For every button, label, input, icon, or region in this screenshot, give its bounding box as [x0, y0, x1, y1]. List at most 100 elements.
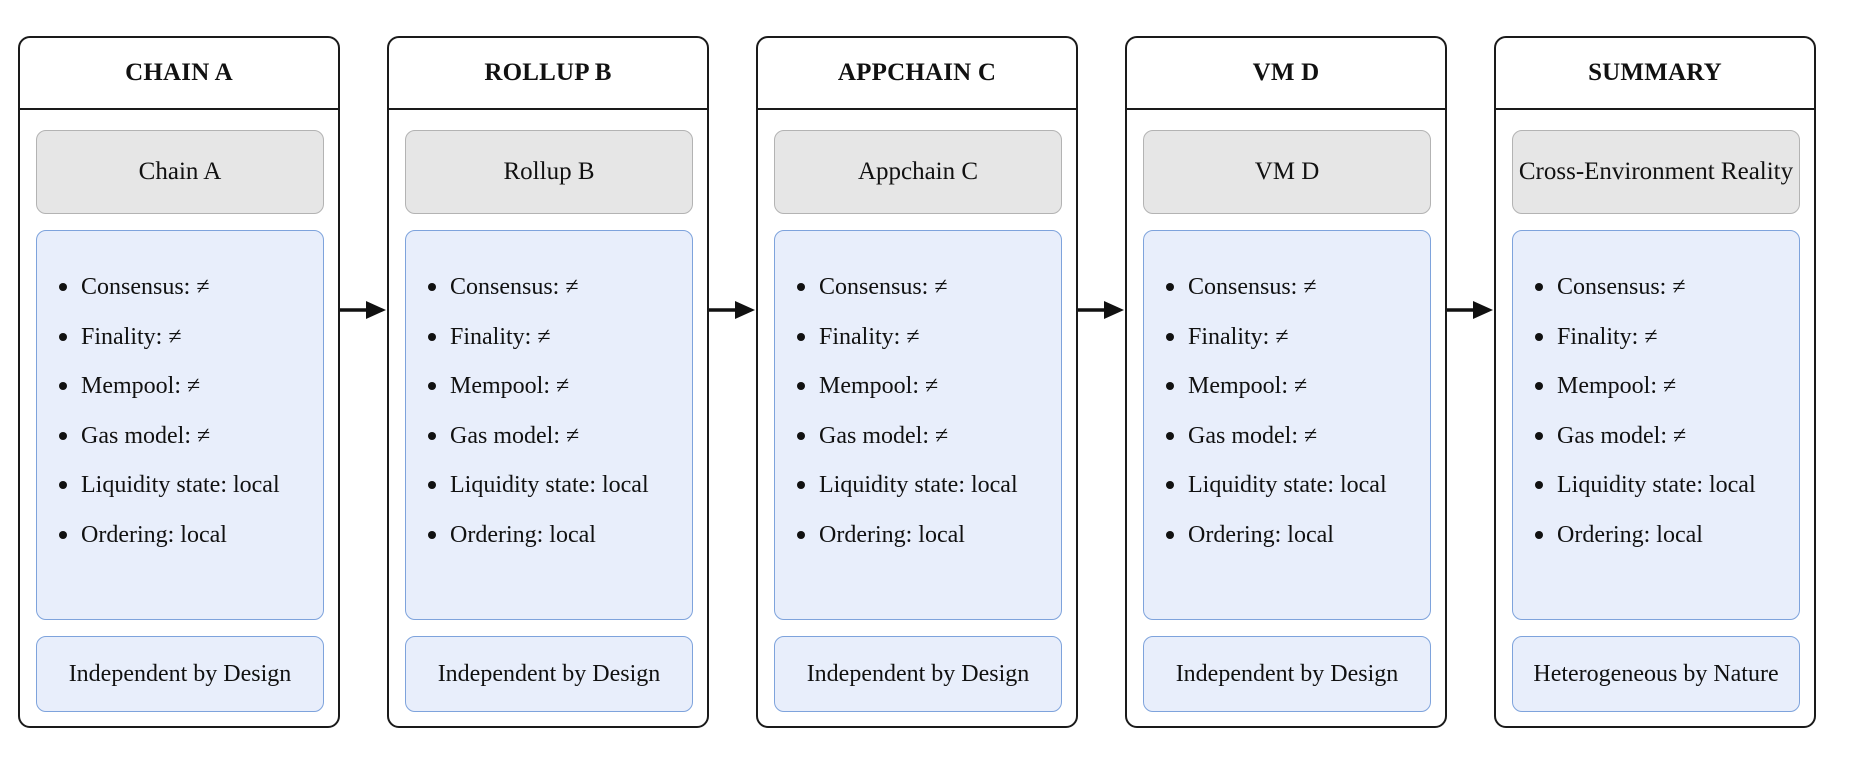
- attribute-text: Mempool: ≠: [1188, 373, 1308, 399]
- attribute-box: Consensus: ≠ Finality: ≠ Mempool: ≠ Gas …: [405, 230, 693, 620]
- panel-footer-box: Heterogeneous by Nature: [1512, 636, 1800, 712]
- attribute-text: Gas model: ≠: [450, 422, 580, 449]
- attribute-item: Finality: ≠: [1535, 319, 1799, 369]
- attribute-text: Ordering: local: [450, 521, 596, 548]
- bullet-icon: [428, 283, 436, 291]
- attribute-item: Gas model: ≠: [1166, 418, 1430, 468]
- attribute-text: Consensus: ≠: [450, 274, 579, 300]
- attribute-item: Finality: ≠: [59, 319, 323, 369]
- panel-footer-box: Independent by Design: [774, 636, 1062, 712]
- bullet-icon: [797, 283, 805, 291]
- attribute-item: Mempool: ≠: [428, 368, 692, 418]
- attribute-text: Ordering: local: [81, 521, 227, 548]
- bullet-icon: [1166, 332, 1174, 341]
- attribute-text: Mempool: ≠: [450, 373, 570, 399]
- attribute-box: Consensus: ≠ Finality: ≠ Mempool: ≠ Gas …: [1143, 230, 1431, 620]
- attribute-item: Mempool: ≠: [797, 368, 1061, 418]
- panel-chain-a: CHAIN A Chain A Consensus: ≠ Finality: ≠…: [18, 36, 340, 728]
- attribute-text: Finality: ≠: [819, 323, 920, 350]
- attribute-text: Ordering: local: [819, 521, 965, 548]
- arrow-right-icon: [1078, 301, 1124, 319]
- bullet-icon: [1166, 283, 1174, 291]
- attribute-text: Finality: ≠: [1188, 323, 1289, 350]
- bullet-icon: [59, 481, 67, 489]
- panel-title-box: Cross-Environment Reality: [1512, 130, 1800, 214]
- attribute-text: Mempool: ≠: [1557, 373, 1677, 399]
- attribute-item: Consensus: ≠: [1166, 269, 1430, 319]
- attribute-item: Consensus: ≠: [428, 269, 692, 319]
- attribute-text: Liquidity state: local: [1188, 472, 1387, 498]
- panel-header: APPCHAIN C: [758, 38, 1076, 110]
- attribute-item: Liquidity state: local: [428, 467, 692, 517]
- bullet-icon: [428, 431, 436, 440]
- panel-header: CHAIN A: [20, 38, 338, 110]
- panel-title-box: Appchain C: [774, 130, 1062, 214]
- panel-title-box: Chain A: [36, 130, 324, 214]
- attribute-text: Gas model: ≠: [819, 422, 949, 449]
- attribute-item: Liquidity state: local: [59, 467, 323, 517]
- attribute-item: Consensus: ≠: [1535, 269, 1799, 319]
- attribute-list: Consensus: ≠ Finality: ≠ Mempool: ≠ Gas …: [1144, 231, 1430, 566]
- bullet-icon: [59, 431, 67, 440]
- bullet-icon: [59, 382, 67, 390]
- attribute-list: Consensus: ≠ Finality: ≠ Mempool: ≠ Gas …: [1513, 231, 1799, 566]
- attribute-text: Ordering: local: [1557, 521, 1703, 548]
- attribute-text: Consensus: ≠: [81, 274, 210, 300]
- attribute-item: Ordering: local: [1166, 517, 1430, 567]
- panel-vm-d: VM D VM D Consensus: ≠ Finality: ≠ Mempo…: [1125, 36, 1447, 728]
- attribute-item: Gas model: ≠: [1535, 418, 1799, 468]
- bullet-icon: [1166, 530, 1174, 539]
- bullet-icon: [1166, 481, 1174, 489]
- attribute-box: Consensus: ≠ Finality: ≠ Mempool: ≠ Gas …: [774, 230, 1062, 620]
- attribute-text: Consensus: ≠: [1188, 274, 1317, 300]
- bullet-icon: [797, 332, 805, 341]
- panel-rollup-b: ROLLUP B Rollup B Consensus: ≠ Finality:…: [387, 36, 709, 728]
- bullet-icon: [59, 530, 67, 539]
- bullet-icon: [1535, 332, 1543, 341]
- panel-title-box: VM D: [1143, 130, 1431, 214]
- panel-footer-box: Independent by Design: [1143, 636, 1431, 712]
- bullet-icon: [1535, 481, 1543, 489]
- attribute-text: Finality: ≠: [81, 323, 182, 350]
- arrow-right-icon: [1447, 301, 1493, 319]
- bullet-icon: [428, 332, 436, 341]
- attribute-item: Gas model: ≠: [797, 418, 1061, 468]
- bullet-icon: [1535, 283, 1543, 291]
- attribute-item: Ordering: local: [59, 517, 323, 567]
- attribute-text: Liquidity state: local: [819, 472, 1018, 498]
- bullet-icon: [428, 481, 436, 489]
- panel-appchain-c: APPCHAIN C Appchain C Consensus: ≠ Final…: [756, 36, 1078, 728]
- panel-summary: SUMMARY Cross-Environment Reality Consen…: [1494, 36, 1816, 728]
- panel-footer-box: Independent by Design: [405, 636, 693, 712]
- attribute-item: Finality: ≠: [797, 319, 1061, 369]
- attribute-text: Liquidity state: local: [450, 472, 649, 498]
- panel-footer-box: Independent by Design: [36, 636, 324, 712]
- attribute-list: Consensus: ≠ Finality: ≠ Mempool: ≠ Gas …: [775, 231, 1061, 566]
- attribute-list: Consensus: ≠ Finality: ≠ Mempool: ≠ Gas …: [406, 231, 692, 566]
- bullet-icon: [797, 431, 805, 440]
- arrow-right-icon: [340, 301, 386, 319]
- attribute-item: Mempool: ≠: [1535, 368, 1799, 418]
- attribute-text: Gas model: ≠: [1557, 422, 1687, 449]
- attribute-text: Liquidity state: local: [1557, 472, 1756, 498]
- attribute-list: Consensus: ≠ Finality: ≠ Mempool: ≠ Gas …: [37, 231, 323, 566]
- bullet-icon: [428, 530, 436, 539]
- attribute-item: Gas model: ≠: [59, 418, 323, 468]
- attribute-item: Finality: ≠: [1166, 319, 1430, 369]
- arrow-right-icon: [709, 301, 755, 319]
- bullet-icon: [1166, 431, 1174, 440]
- bullet-icon: [59, 332, 67, 341]
- attribute-text: Finality: ≠: [450, 323, 551, 350]
- attribute-item: Ordering: local: [1535, 517, 1799, 567]
- attribute-item: Liquidity state: local: [1535, 467, 1799, 517]
- attribute-item: Liquidity state: local: [797, 467, 1061, 517]
- bullet-icon: [1166, 382, 1174, 390]
- attribute-text: Mempool: ≠: [81, 373, 201, 399]
- bullet-icon: [1535, 530, 1543, 539]
- attribute-item: Ordering: local: [428, 517, 692, 567]
- attribute-text: Mempool: ≠: [819, 373, 939, 399]
- attribute-item: Gas model: ≠: [428, 418, 692, 468]
- bullet-icon: [1535, 382, 1543, 390]
- attribute-item: Ordering: local: [797, 517, 1061, 567]
- bullet-icon: [59, 283, 67, 291]
